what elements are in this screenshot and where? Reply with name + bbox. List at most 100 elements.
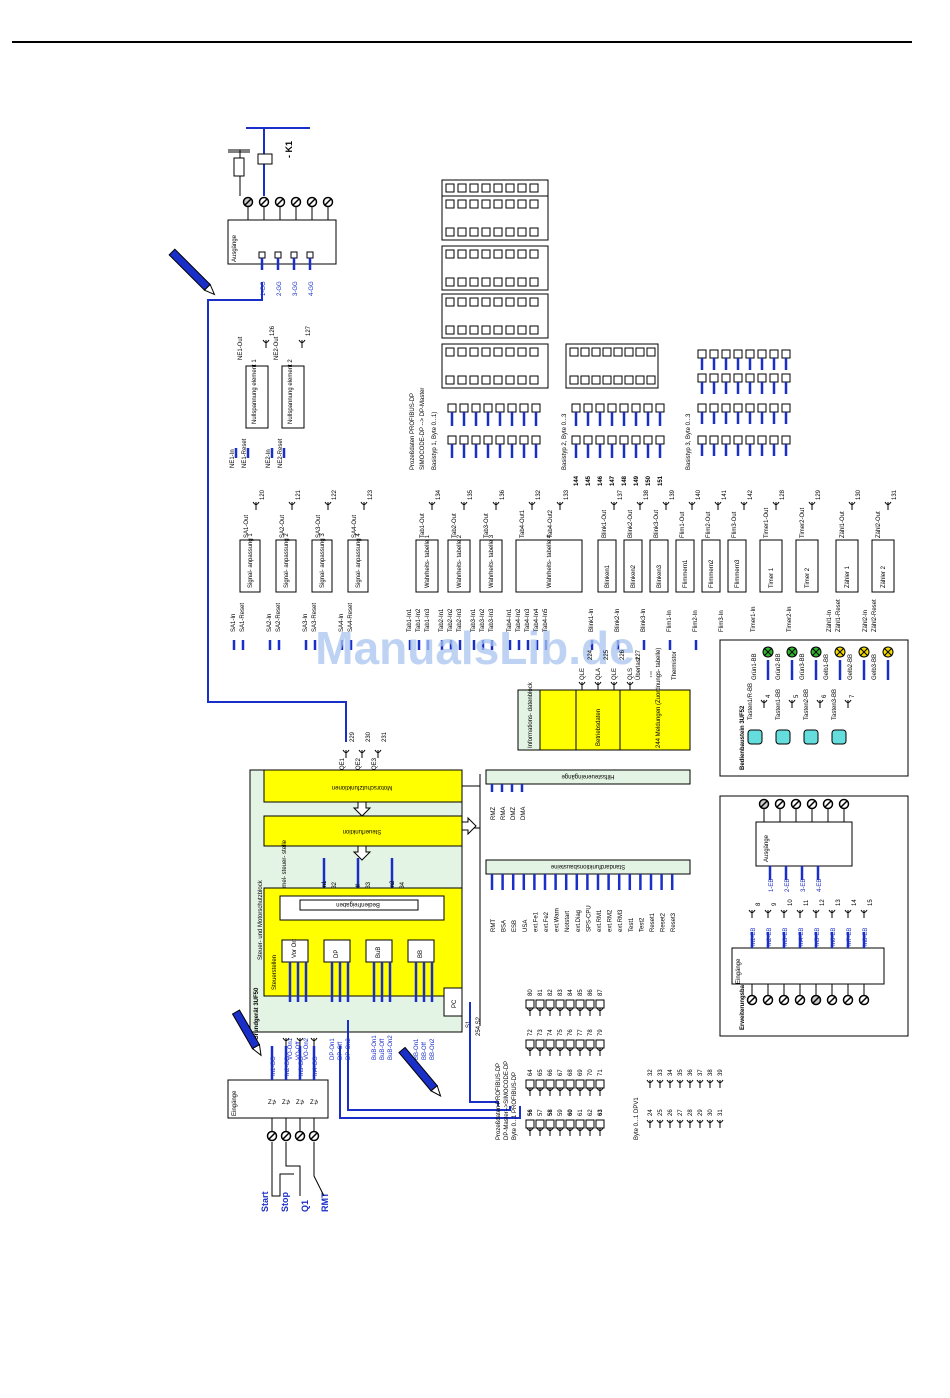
s-label: 254 S2: [476, 1016, 482, 1036]
station-in-label: BB-Off: [422, 1042, 428, 1060]
station-in-label: BB-On2: [430, 1038, 436, 1060]
pb-out-num: 66: [548, 1069, 554, 1076]
function-block: [347, 539, 369, 593]
wire-route: [347, 1020, 511, 1111]
station-in-label: BB-On1: [414, 1038, 420, 1060]
function-block: [727, 539, 747, 593]
ne-name: Nullspannung element 2: [288, 359, 294, 424]
info-signal-num: 227: [636, 649, 642, 660]
input-symbol: Z⊅: [268, 1099, 277, 1106]
ne-in-label: NE1-In: [230, 449, 236, 468]
output-pin-label: 1-GG: [261, 281, 267, 296]
operator-led-label: Grün1-BB: [752, 653, 758, 680]
station-box: [281, 939, 309, 963]
std-title: Standardfunktionsbausteine: [550, 863, 625, 869]
qe-label: QE3: [372, 757, 378, 770]
pb-out-num: 33: [658, 1069, 664, 1076]
station-box: [365, 939, 393, 963]
pb-out-num: 36: [688, 1069, 694, 1076]
std-function-label: USA: [523, 920, 529, 932]
station-name: DP: [334, 950, 340, 958]
aux-title: Hilfssteuereingänge: [561, 773, 615, 779]
pb-out-num: 39: [718, 1069, 724, 1076]
function-block-name: Timer 2: [805, 567, 811, 588]
function-out-label: Flim2-Out: [706, 511, 712, 538]
function-in-label: Tab2-In2: [448, 608, 454, 632]
pb-out-num: 35: [678, 1069, 684, 1076]
collective-label: Sammel- steuer- stelle: [282, 839, 288, 900]
wire-route: [339, 1046, 521, 1119]
function-block: [479, 539, 503, 593]
station-in-label: BuB-On2: [388, 1035, 394, 1060]
onoff-num: 234: [400, 881, 406, 892]
pb-out-num: 79: [598, 1029, 604, 1036]
pb-out-num: 85: [578, 989, 584, 996]
function-in-label: Zähl1-Reset: [836, 599, 842, 632]
function-out-label: Flim3-Out: [732, 511, 738, 538]
function-in-label: Tab3-In3: [489, 608, 495, 632]
qe-label: QE1: [340, 757, 346, 770]
function-block: [675, 539, 695, 593]
function-num: 121: [296, 489, 302, 500]
function-block: [759, 539, 783, 593]
pb-out-num: 31: [718, 1109, 724, 1116]
field-label: Stop: [280, 1192, 290, 1212]
function-in-label: SA2-Reset: [276, 603, 282, 632]
pb-out-num: 24: [648, 1109, 654, 1116]
pb-out-num: 64: [528, 1069, 534, 1076]
qe-num: 230: [366, 731, 372, 742]
pb-out-num: 74: [548, 1029, 554, 1036]
function-block-name: Zähler 2: [881, 565, 887, 588]
info-messages: 244 Meldungen (Zuordnungs- tabelle): [656, 648, 662, 748]
function-out-label: Tab4-Out1: [520, 509, 526, 538]
input-pin-label: In4-GG: [313, 1056, 319, 1076]
exp-input-num: 8: [756, 902, 762, 906]
function-in-label: Blink3-In: [641, 609, 647, 632]
input-pin-label: In2-GG: [285, 1056, 291, 1076]
pb-out-num: 80: [528, 989, 534, 996]
function-block-name: Flimmern1: [683, 559, 689, 588]
exp-output-label: 3-EB: [801, 879, 807, 892]
pencil-icon: [168, 248, 216, 296]
exp-input-num: 10: [788, 899, 794, 906]
control-block-label: Steuer- und Motorschutzblock: [258, 879, 264, 960]
inputs-block: Eingänge Grundgerät 3UF50 In1-GGZ⊅In2-GG…: [227, 987, 521, 1212]
pb-in-bt1: Basistyp 1, Byte 0...1): [432, 412, 438, 470]
pb-out-num: 34: [668, 1069, 674, 1076]
function-block: [515, 539, 583, 593]
function-num: 132: [536, 489, 542, 500]
button-icon: [803, 729, 819, 745]
function-block-name: Timer 1: [769, 567, 775, 588]
operator-button-label: Tasten2-BB: [804, 689, 810, 720]
pb-out-num: 73: [538, 1029, 544, 1036]
function-in-label: Blink2-In: [615, 609, 621, 632]
pb-out-sub: DP-Master-->SIMOCODE-DP: [504, 1061, 510, 1140]
function-out-label: Blink2-Out: [628, 510, 634, 538]
exp-output-label: 1-EB: [769, 879, 775, 892]
input-symbol: Z⊅: [296, 1099, 305, 1106]
function-in-label: Tab4-In5: [543, 608, 549, 632]
contactor-k1: - K1: [228, 127, 310, 196]
field-label: Start: [260, 1191, 270, 1212]
pb-in-bt3: Basistyp 3, Byte 0...3: [686, 413, 692, 470]
pb-out-num: 75: [558, 1029, 564, 1036]
output-pin-label: 3-GG: [293, 281, 299, 296]
button-icon: [747, 729, 763, 745]
station-in-label: VO-On1: [288, 1037, 294, 1060]
wire-route: [469, 1002, 499, 1106]
function-block-name: Wahrheits- tabelle 1: [425, 534, 431, 588]
info-extra: Thermistor: [672, 651, 678, 680]
exp-input-num: 13: [836, 899, 842, 906]
function-in-label: Zähl2-Reset: [872, 599, 878, 632]
function-block: [447, 539, 471, 593]
pb-in-sub: SIMOCODE-DP --> DP-Master: [420, 388, 426, 470]
function-num: 137: [618, 489, 624, 500]
function-in-label: Flim3-In: [719, 610, 725, 632]
function-block: [275, 539, 297, 593]
function-in-label: Tab4-In4: [534, 608, 540, 632]
function-in-label: Flim2-In: [693, 610, 699, 632]
